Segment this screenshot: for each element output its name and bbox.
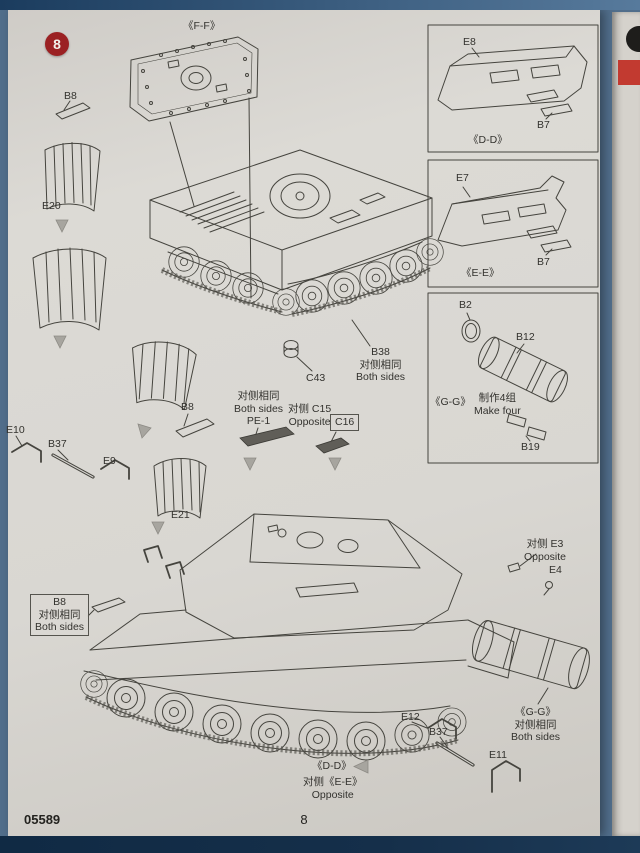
adjacent-page-edge (612, 12, 640, 836)
page-number: 8 (300, 812, 308, 827)
instruction-page (8, 10, 600, 836)
product-code: 05589 (24, 812, 61, 827)
adjacent-step-badge (626, 26, 640, 52)
photo-top-strip (0, 0, 640, 10)
step-number-badge: 8 (45, 32, 69, 56)
photo-bottom-strip (0, 836, 640, 853)
adjacent-red-mark (618, 60, 640, 85)
